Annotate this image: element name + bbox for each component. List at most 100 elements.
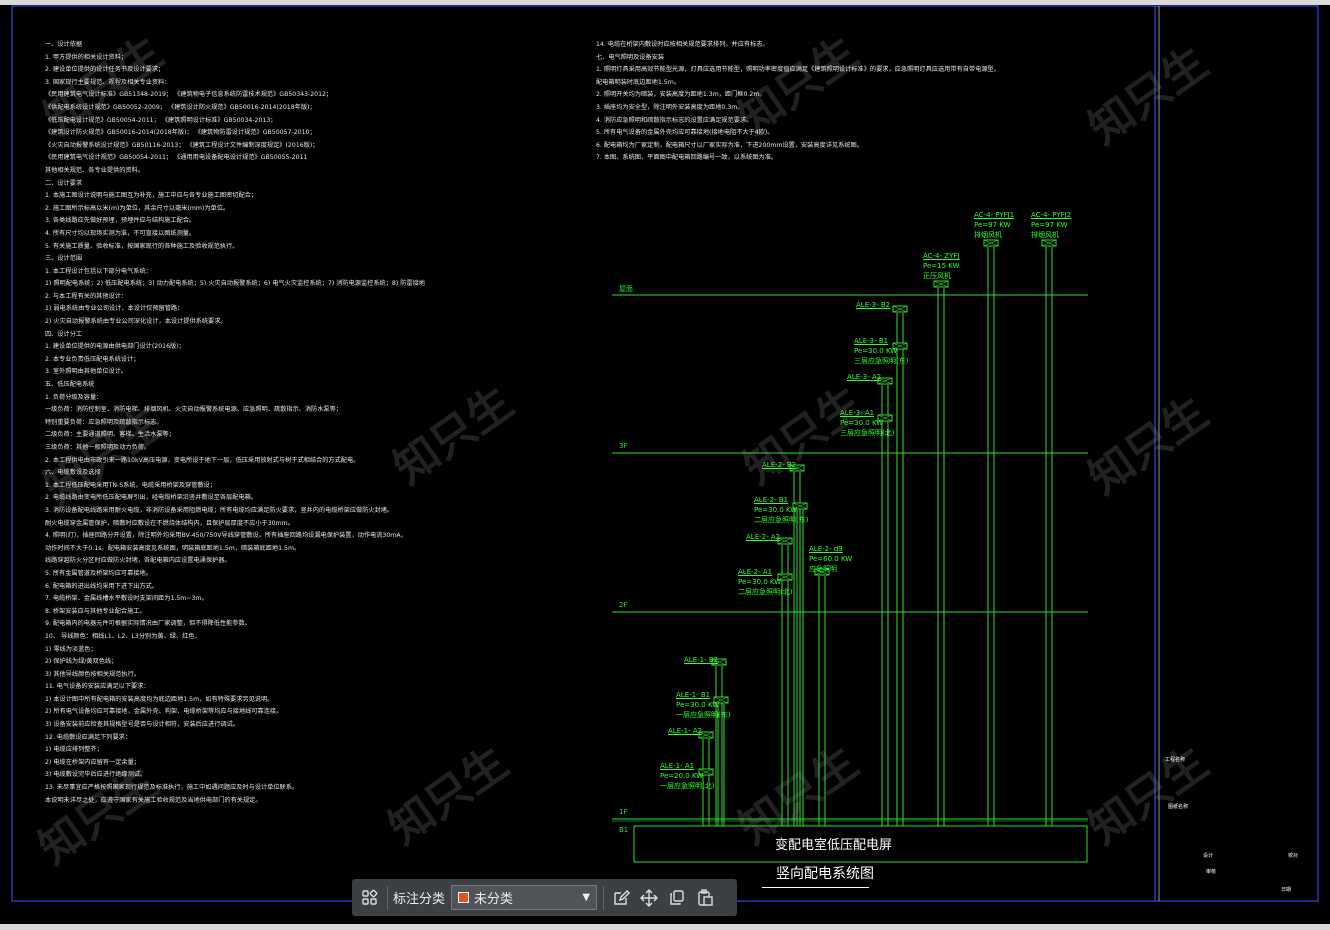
box-label-line: 三层应急照明(北) — [840, 429, 895, 437]
note-line: 七、电气照明及设备安装 — [596, 53, 665, 61]
box-label-line: 一层应急照明(北) — [660, 782, 715, 790]
box-label-line: ALE-2- A1 — [738, 568, 773, 576]
note-line: 2. 本工程供电由市政引来一路10kV高压电源，变电所设于地下一层，低压采用放射… — [45, 456, 360, 464]
box-label-ale-1-a2: ALE-1- A2 — [668, 726, 702, 736]
box-label-line: ALE-3- A1 — [840, 409, 875, 417]
box-label-line: 正压风机 — [923, 272, 951, 280]
box-label-line: ALE-2- B2 — [762, 461, 797, 469]
box-label-line: ALE-2- A2 — [746, 533, 781, 541]
low-voltage-panel — [633, 825, 1088, 863]
distribution-box-mark — [777, 573, 793, 581]
note-line: 2. 电缆线路由变电所低压配电屏引出，经电缆桥架沿竖井敷设至各层配电箱。 — [45, 494, 258, 502]
note-line: 3) 设备安装前应检查其规格型号是否与设计相符，安装后应进行调试。 — [45, 721, 239, 729]
box-label-ale-1-b2: ALE-1- B2 — [684, 655, 718, 665]
note-line: 2. 施工图所示标高以米(m)为单位，其余尺寸以毫米(mm)为单位。 — [45, 204, 230, 212]
note-line: 5. 所有电气设备的金属外壳均应可靠接地(接地电阻不大于4欧)。 — [596, 129, 774, 137]
edit-icon[interactable] — [607, 884, 635, 912]
floor-label-1f: 1F — [619, 808, 628, 816]
move-icon[interactable] — [635, 884, 663, 912]
box-label-line: ALE-3- B1 — [854, 337, 889, 345]
category-color-swatch — [458, 892, 470, 903]
box-label-line: 二层应急照明(东) — [754, 516, 809, 524]
box-label-ale-3-a2: ALE-3- A2 — [847, 372, 881, 382]
box-label-line: Pe=30.0 KW — [754, 506, 798, 514]
note-line: 14. 电缆在桥架内敷设时应按相关规范要求排列，并应有标志。 — [596, 41, 769, 48]
box-label-line: Pe=30.0 KW — [840, 419, 884, 427]
note-line: 4. 照明(灯)，插座回路分开设置，除注明外均采用BV-450/750V导线穿管… — [45, 532, 407, 540]
low-voltage-panel-label: 变配电室低压配电屏 — [775, 838, 893, 853]
note-line: 二级负荷：主要通道照明、客梯、生活水泵等； — [45, 431, 175, 439]
distribution-box-mark — [698, 768, 714, 776]
box-label-line: Pe=15 KW — [923, 262, 960, 270]
note-line: 三级负荷：其他一般照明及动力负荷。 — [45, 444, 151, 451]
note-line: 2. 建设单位提供的设计任务书及设计要求； — [45, 66, 165, 74]
paste-icon[interactable] — [691, 884, 719, 912]
toolbar-separator — [387, 885, 388, 910]
note-line: 1) 本设计图中所有配电箱的安装高度均为底边距地1.5m，如有特殊要求另见说明。 — [45, 695, 274, 703]
box-label-line: AC-4- PYFJ2 — [1031, 211, 1072, 219]
note-line: 1) 照明配电系统；2) 低压配电系统；3) 动力配电系统；5) 火灾自动报警系… — [45, 280, 425, 288]
note-line: 4. 消防应急照明和疏散指示标志的设置应满足规范要求。 — [596, 116, 753, 124]
floor-label-roof: 屋面 — [619, 285, 633, 293]
note-line: 本说明未详尽之处，应遵守国家有关施工验收规范及当地供电部门的有关规定。 — [45, 796, 262, 804]
grid-apps-icon[interactable] — [356, 884, 384, 912]
box-label-line: Pe=97 KW — [1031, 221, 1068, 229]
box-label-ale-3-a1: ALE-3- A1 Pe=30.0 KW 三层应急照明(北) — [840, 408, 894, 438]
distribution-box-mark — [892, 305, 908, 313]
note-line: 1. 本施工图设计说明与施工图互为补充，施工中应与各专业施工图密切配合； — [45, 192, 258, 200]
title-block-date: 日期 — [1281, 887, 1292, 893]
box-label-line: Pe=60.0 KW — [809, 555, 853, 563]
note-line: 1. 本工程设计包括以下部分电气系统： — [45, 267, 152, 275]
title-block-check: 校对 — [1288, 853, 1299, 859]
note-line: 一级负荷：消防控制室、消防电梯、排烟风机、火灾自动报警系统电源、应急照明、疏散指… — [45, 406, 342, 414]
box-label-line: ALE-1- B1 — [676, 691, 711, 699]
note-line: 1) 电缆应排列整齐； — [45, 746, 103, 754]
box-label-ale-2-b1: ALE-2- B1 Pe=30.0 KW 二层应急照明(东) — [754, 495, 808, 525]
copy-icon[interactable] — [663, 884, 691, 912]
box-label-line: 排烟风机 — [974, 231, 1002, 239]
note-line: 5. 有关施工质量、验收标准，按国家现行的各种施工及验收规范执行。 — [45, 242, 239, 250]
box-label-line: Pe=30.0 KW — [854, 347, 898, 355]
note-line: 4. 所有尺寸均以现场实测为准，不可直接以图纸测量。 — [45, 229, 196, 237]
note-line: 2) 所有电气设备均应可靠接地，金属外壳、构架、电缆桥架等均应与接地线可靠连接。 — [45, 708, 283, 716]
distribution-box-mark — [777, 537, 793, 545]
note-line: 6. 配电箱均为厂家定制，配电箱尺寸以厂家实际为准，下进200mm设置，安装高度… — [596, 141, 863, 149]
box-label-line: ALE-3- A2 — [847, 373, 882, 381]
note-line: 3) 其他导线颜色按相关规范执行。 — [45, 670, 140, 678]
distribution-box-mark — [789, 464, 805, 472]
note-line: 耐火电缆穿金属管保护，暗敷时应敷设在不燃烧体结构内，且保护层厚度不应小于30mm… — [45, 519, 294, 527]
annotation-toolbar: 标注分类 未分类 ▼ — [352, 879, 737, 916]
diagram-title-underline — [762, 887, 869, 888]
box-label-line: 排烟风机 — [1031, 231, 1059, 239]
note-line: 7. 本图、系统图、平面图中配电箱回路编号一致，以系统图为准。 — [596, 154, 778, 162]
note-line: 3. 插座均为安全型，除注明外安装高度为距地0.3m。 — [596, 103, 744, 111]
note-line: 3) 电缆敷设完毕后应进行绝缘测试。 — [45, 771, 147, 779]
note-line: 四、设计分工 — [45, 330, 83, 338]
distribution-box-mark — [713, 696, 729, 704]
box-label-line: ALE-1- B2 — [684, 656, 719, 664]
box-label-line: ALE-1- A1 — [660, 762, 695, 770]
category-select[interactable]: 未分类 ▼ — [451, 885, 598, 910]
toolbar-separator — [603, 885, 605, 910]
box-label-line: ALE-3- B2 — [856, 301, 891, 309]
note-line: 《火灾自动报警系统设计规范》GB50116-2013； 《建筑工程设计文件编制深… — [45, 141, 319, 149]
cad-drawing-canvas[interactable] — [0, 5, 1330, 924]
note-line: 配电箱明装时底边距地1.5m。 — [596, 78, 680, 86]
note-line: 特别重要负荷：应急照明及疏散指示标志。 — [45, 418, 163, 426]
distribution-box-mark — [877, 414, 893, 422]
box-label-line: ALE-2- B1 — [754, 496, 789, 504]
title-block-review: 审核 — [1206, 869, 1217, 875]
note-line: 《建筑设计防火规范》GB50016-2014(2018年版)； 《建筑物防雷设计… — [45, 129, 316, 137]
note-line: 《民用建筑电气设计标准》GB51348-2019； 《建筑物电子信息系统防雷技术… — [45, 91, 333, 99]
note-line: 1) 弱电系统由专业公司设计，本设计仅预留管路； — [45, 305, 184, 313]
distribution-box-mark — [1041, 239, 1057, 247]
note-line: 五、低压配电系统 — [45, 381, 95, 389]
note-line: 11. 电气设备的安装应满足以下要求： — [45, 683, 150, 691]
box-label-ale-2-a2: ALE-2- A2 — [746, 532, 780, 542]
note-line: 8. 桥架安装应与其他专业配合施工。 — [45, 607, 146, 615]
